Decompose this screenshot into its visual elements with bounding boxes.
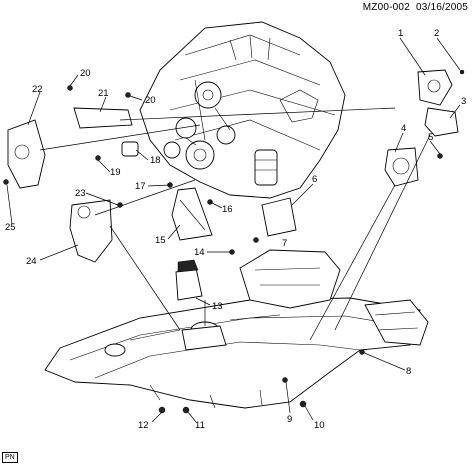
callout-13: 13 xyxy=(212,301,223,312)
callout-21: 21 xyxy=(98,88,109,99)
callout-9: 9 xyxy=(287,414,292,425)
callout-3: 3 xyxy=(461,96,466,107)
callout-1: 1 xyxy=(398,28,403,39)
callout-14: 14 xyxy=(194,247,205,258)
callout-20b: 20 xyxy=(145,95,156,106)
callout-17: 17 xyxy=(135,181,146,192)
callout-4: 4 xyxy=(401,123,406,134)
callout-8: 8 xyxy=(406,366,411,377)
callout-23: 23 xyxy=(75,188,86,199)
callout-24: 24 xyxy=(26,256,37,267)
footer-tag: PN xyxy=(2,452,18,463)
callout-labels: 1 2 3 4 5 6 7 8 9 10 11 12 13 14 15 16 1… xyxy=(5,28,466,431)
callout-18: 18 xyxy=(150,155,161,166)
callout-19: 19 xyxy=(110,167,121,178)
callout-7: 7 xyxy=(282,238,287,249)
callout-22: 22 xyxy=(32,84,43,95)
callout-15: 15 xyxy=(155,235,166,246)
callout-11: 11 xyxy=(195,420,205,431)
callout-20a: 20 xyxy=(80,68,91,79)
leader-lines xyxy=(6,37,461,423)
mount-parts xyxy=(7,69,459,351)
callout-12: 12 xyxy=(138,420,149,431)
callout-10: 10 xyxy=(314,420,325,431)
callout-25: 25 xyxy=(5,222,16,233)
diagram-date: 03/16/2005 xyxy=(415,2,468,13)
callout-6: 6 xyxy=(312,174,317,185)
engine-cradle xyxy=(44,249,429,409)
callout-16: 16 xyxy=(222,204,233,215)
fasteners xyxy=(3,69,465,414)
callout-5: 5 xyxy=(428,132,433,143)
callout-2: 2 xyxy=(434,28,439,39)
diagram-header: MZ00-002 03/16/2005 xyxy=(363,2,468,13)
diagram-code: MZ00-002 xyxy=(362,2,410,13)
engine-assembly xyxy=(139,21,346,199)
